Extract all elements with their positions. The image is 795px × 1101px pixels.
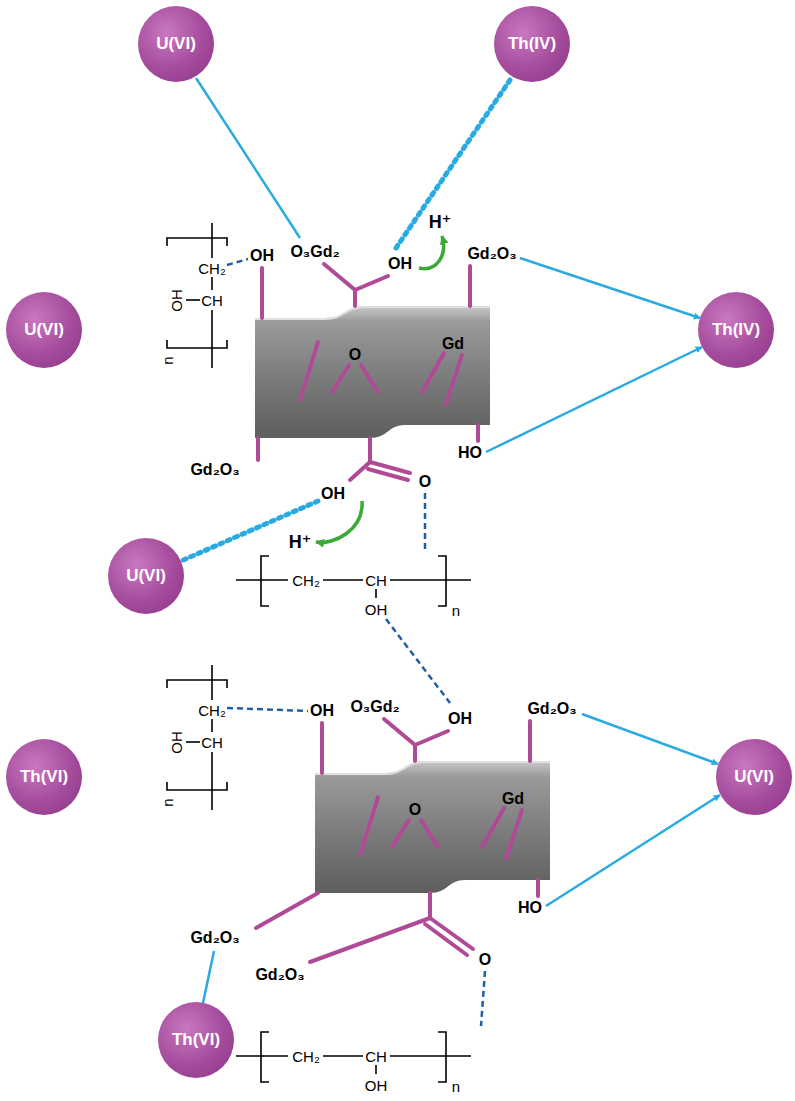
- pva-label: CH₂: [292, 1048, 320, 1065]
- pva-label: CH₂: [198, 260, 226, 277]
- group-label: Gd₂O₃: [190, 929, 239, 947]
- group-label: HO: [518, 899, 542, 917]
- group-label: O₃Gd₂: [290, 243, 339, 261]
- pva-label: CH₂: [198, 702, 226, 719]
- group-label: HO: [458, 444, 482, 462]
- ion-name: U(VI): [126, 566, 166, 586]
- pva-label: OH: [365, 601, 388, 618]
- pva-label: CH: [365, 1048, 387, 1065]
- pva-label: n: [452, 602, 460, 619]
- ion-circle: Th(VI): [6, 739, 82, 815]
- ion-name: Th(IV): [712, 320, 760, 340]
- pva-label: OH: [365, 1077, 388, 1094]
- group-label: OH: [321, 485, 345, 503]
- ion-name: Th(VI): [20, 767, 68, 787]
- group-label: OH: [448, 710, 472, 728]
- group-label: O: [419, 473, 431, 491]
- group-label: OH: [388, 255, 412, 273]
- group-label: O: [479, 951, 491, 969]
- pva-label: CH: [365, 572, 387, 589]
- proton-label: H⁺: [289, 531, 312, 553]
- ion-circle: Th(IV): [698, 292, 774, 368]
- ion-circle: Th(VI): [158, 1002, 234, 1078]
- ion-name: U(VI): [156, 34, 196, 54]
- group-label: Gd₂O₃: [255, 966, 304, 984]
- ion-circle: U(VI): [138, 6, 214, 82]
- pva-label: CH: [201, 292, 223, 309]
- group-label: Gd₂O₃: [190, 461, 239, 479]
- ion-circle: U(VI): [108, 538, 184, 614]
- ion-name: U(VI): [734, 767, 774, 787]
- ion-circle: U(VI): [6, 292, 82, 368]
- pva-label: CH₂: [292, 572, 320, 589]
- group-label: OH: [310, 702, 334, 720]
- pva-label: CH: [201, 734, 223, 751]
- group-label: OH: [250, 247, 274, 265]
- ion-name: Th(VI): [172, 1030, 220, 1050]
- ion-name: U(VI): [24, 320, 64, 340]
- group-label: O₃Gd₂: [350, 698, 399, 716]
- sheet-atom-label: Gd: [502, 790, 524, 808]
- proton-label: H⁺: [429, 211, 452, 233]
- pva-label: OH: [168, 731, 185, 754]
- ion-name: Th(IV): [508, 34, 556, 54]
- pva-label: n: [159, 356, 176, 364]
- ion-circle: U(VI): [716, 739, 792, 815]
- group-label: Gd₂O₃: [527, 700, 576, 718]
- pva-label: OH: [168, 289, 185, 312]
- pva-label: n: [452, 1078, 460, 1095]
- group-label: Gd₂O₃: [467, 245, 516, 263]
- sheet-atom-label: O: [409, 801, 421, 819]
- ion-circle: Th(IV): [494, 6, 570, 82]
- sheet-atom-label: Gd: [442, 335, 464, 353]
- sheet-atom-label: O: [349, 346, 361, 364]
- pva-label: n: [159, 798, 176, 806]
